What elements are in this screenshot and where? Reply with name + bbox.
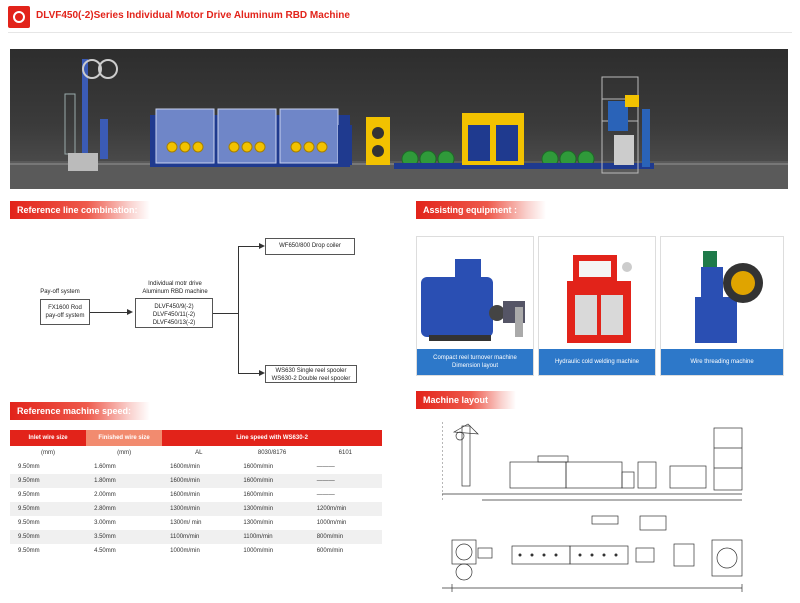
payoff-tower (64, 59, 118, 171)
equipment-caption: Wire threading machine (661, 349, 783, 375)
section-assisting: Assisting equipment : (416, 201, 546, 219)
table-cell: 9.50mm (10, 544, 87, 558)
table-units-row: (mm) (mm) AL 8030/8176 6101 (41, 450, 353, 456)
coiler-box: WF650/800 Drop coiler (265, 238, 355, 255)
section-layout: Machine layout (416, 391, 516, 409)
equipment-card-reel-turnover: Compact reel turnover machine Dimension … (416, 236, 534, 376)
table-cell: 1.80mm (86, 474, 163, 488)
table-cell: 1600m/min (162, 460, 236, 474)
connector-line (238, 246, 260, 247)
payoff-box: FX1600 Rod pay-off system (40, 299, 90, 325)
drawing-machines (150, 108, 352, 167)
table-cell: ——— (308, 474, 382, 488)
table-cell: 9.50mm (10, 502, 87, 516)
title-divider (8, 32, 792, 33)
table-cell: 2.80mm (86, 502, 163, 516)
table-cell: ——— (308, 488, 382, 502)
connector-line (238, 373, 260, 374)
header-inlet: Inlet wire size (10, 430, 87, 446)
table-cell: 1600m/min (235, 474, 309, 488)
equipment-card-wire-threading: Wire threading machine (660, 236, 784, 376)
cold-welding-machine-icon (567, 255, 632, 343)
table-cell: 1600m/min (235, 488, 309, 502)
header-line-speed: Line speed with WS630-2 (162, 430, 382, 446)
table-cell: ——— (308, 460, 382, 474)
table-cell: 9.50mm (10, 530, 87, 544)
table-cell: 1000m/min (162, 544, 236, 558)
table-cell: 1000m/min (308, 516, 382, 530)
table-cell: 1.60mm (86, 460, 163, 474)
arrow-right-icon (259, 370, 265, 376)
arrow-right-icon (259, 243, 265, 249)
equipment-caption: Compact reel turnover machine Dimension … (417, 349, 533, 375)
equipment-card-cold-welding: Hydraulic cold welding machine (538, 236, 656, 376)
table-header-row: Inlet wire size Finished wire size Line … (10, 430, 382, 446)
equipment-caption: Hydraulic cold welding machine (539, 349, 655, 375)
spooler-box: WS630 Single reel spooler WS630-2 Double… (265, 365, 357, 383)
table-cell: 9.50mm (10, 488, 87, 502)
connector-line (90, 312, 128, 313)
table-cell: 1100m/min (162, 530, 236, 544)
arrow-right-icon (127, 309, 133, 315)
connector-line (213, 313, 239, 314)
table-cell: 1600m/min (162, 488, 236, 502)
section-reference-line: Reference line combination: (10, 201, 150, 219)
table-cell: 1300m/ min (162, 516, 236, 530)
table-cell: 1200m/min (308, 502, 382, 516)
table-cell: 1300m/min (235, 516, 309, 530)
wire-threading-machine-icon (695, 251, 763, 343)
speed-table: Inlet wire size Finished wire size Line … (10, 430, 382, 558)
table-cell: 3.00mm (86, 516, 163, 530)
page-title: DLVF450(-2)Series Individual Motor Drive… (36, 10, 350, 21)
table-cell: 9.50mm (10, 474, 87, 488)
table-cell: 800m/min (308, 530, 382, 544)
reel-turnover-machine-icon (421, 259, 525, 341)
table-cell: 2.00mm (86, 488, 163, 502)
table-cell: 9.50mm (10, 516, 87, 530)
table-cell: 1300m/min (235, 502, 309, 516)
table-cell: 1300m/min (162, 502, 236, 516)
table-cell: 9.50mm (10, 460, 87, 474)
table-cell: 600m/min (308, 544, 382, 558)
machine-line-photo (10, 49, 788, 189)
table-cell: 4.50mm (86, 544, 163, 558)
table-cell: 1600m/min (235, 460, 309, 474)
drive-label: Individual motr drive Aluminum RBD machi… (142, 281, 208, 295)
header-finished: Finished wire size (86, 430, 163, 446)
table-cell: 3.50mm (86, 530, 163, 544)
table-cell: 1100m/min (235, 530, 309, 544)
table-cell: 1600m/min (162, 474, 236, 488)
drive-box: DLVF450/9(-2) DLVF450/11(-2) DLVF450/13(… (135, 298, 213, 328)
spooler-cabinet (462, 113, 524, 165)
company-logo (8, 6, 30, 28)
section-speed: Reference machine speed: (10, 402, 150, 420)
connector-line (238, 246, 239, 373)
payoff-label: Pay-off system (40, 289, 80, 295)
machine-layout-drawing (441, 418, 782, 598)
table-cell: 1000m/min (235, 544, 309, 558)
annealer (366, 117, 390, 165)
